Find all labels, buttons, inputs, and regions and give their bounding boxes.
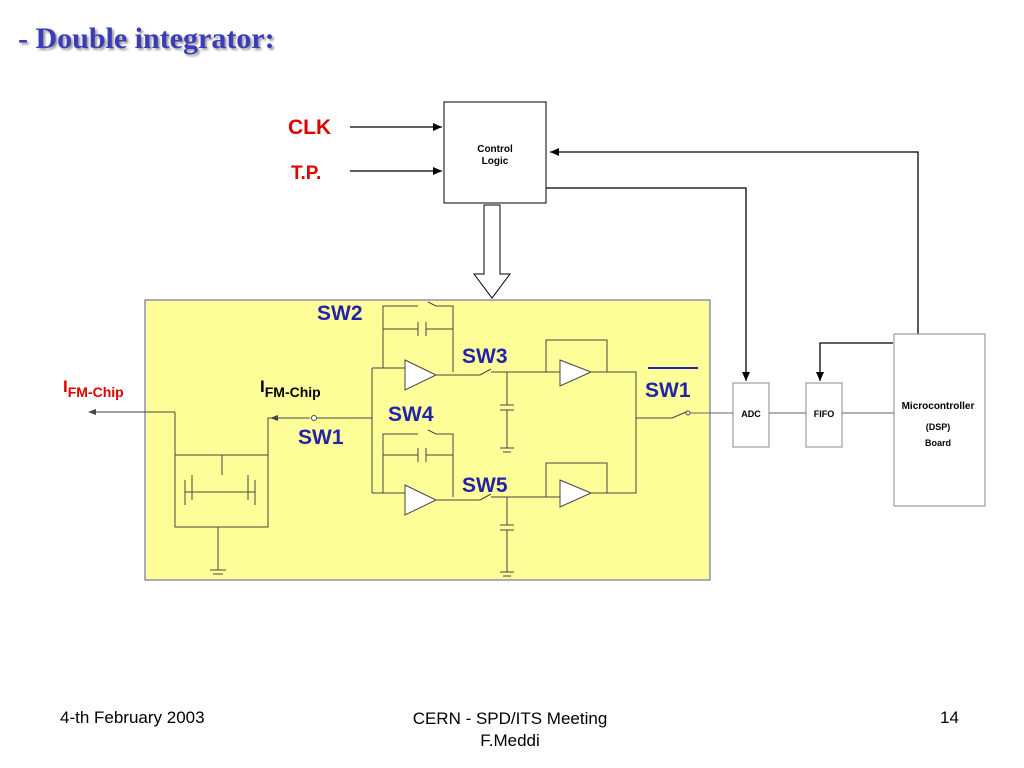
- inner-current-label: IFM-Chip: [260, 377, 321, 400]
- micro-label-2: (DSP): [926, 422, 951, 432]
- micro-label-3: Board: [925, 438, 951, 448]
- control-to-adc-arrow: [546, 187, 750, 381]
- footer-meeting: CERN - SPD/ITS Meeting F.Meddi: [380, 708, 640, 752]
- fifo-label: FIFO: [814, 409, 835, 419]
- footer-page-number: 14: [940, 708, 959, 727]
- sw1-right-switch: [671, 411, 687, 419]
- chip-area: [144, 299, 711, 581]
- mirror-arrow: [270, 415, 278, 421]
- sw3-label: SW3: [462, 345, 508, 368]
- upper-integrator: [372, 301, 637, 453]
- fifo-block: [805, 382, 843, 448]
- sw3-switch: [479, 368, 492, 376]
- adc-label: ADC: [741, 409, 761, 419]
- input-current-label: IFM-Chip: [63, 377, 124, 400]
- control-logic-label-2: Logic: [482, 156, 509, 167]
- sw1-right-contact: [685, 410, 691, 416]
- sw1-left-label: SW1: [298, 426, 344, 449]
- tp-label: T.P.: [291, 163, 321, 184]
- micro-to-control-arrow: [550, 148, 919, 334]
- adc-block: [732, 382, 770, 448]
- footer-date: 4-th February 2003: [60, 708, 205, 727]
- slide-title: - Double integrator:: [18, 22, 275, 55]
- micro-label-1: Microcontroller: [902, 401, 975, 412]
- lower-integrator: [372, 418, 637, 577]
- sw4-label: SW4: [388, 403, 434, 426]
- micro-to-fifo-arrow: [816, 342, 893, 381]
- control-logic-block: [443, 101, 547, 204]
- sw2-label: SW2: [317, 302, 363, 325]
- sw1-left-contact: [311, 415, 317, 421]
- current-mirror: [174, 412, 310, 575]
- microcontroller-block: [893, 333, 986, 507]
- clk-label: CLK: [288, 116, 331, 139]
- sw5-label: SW5: [462, 474, 508, 497]
- footer-meeting-line1: CERN - SPD/ITS Meeting: [412, 709, 608, 728]
- sw1-left-wire: [317, 368, 373, 493]
- sw1-right-label: SW1: [645, 379, 691, 402]
- sw5-switch: [479, 493, 492, 501]
- input-arrowhead: [88, 409, 96, 415]
- control-logic-label-1: Control: [477, 144, 513, 155]
- footer-meeting-line2: F.Meddi: [480, 731, 540, 750]
- control-bus-arrow: [473, 204, 511, 299]
